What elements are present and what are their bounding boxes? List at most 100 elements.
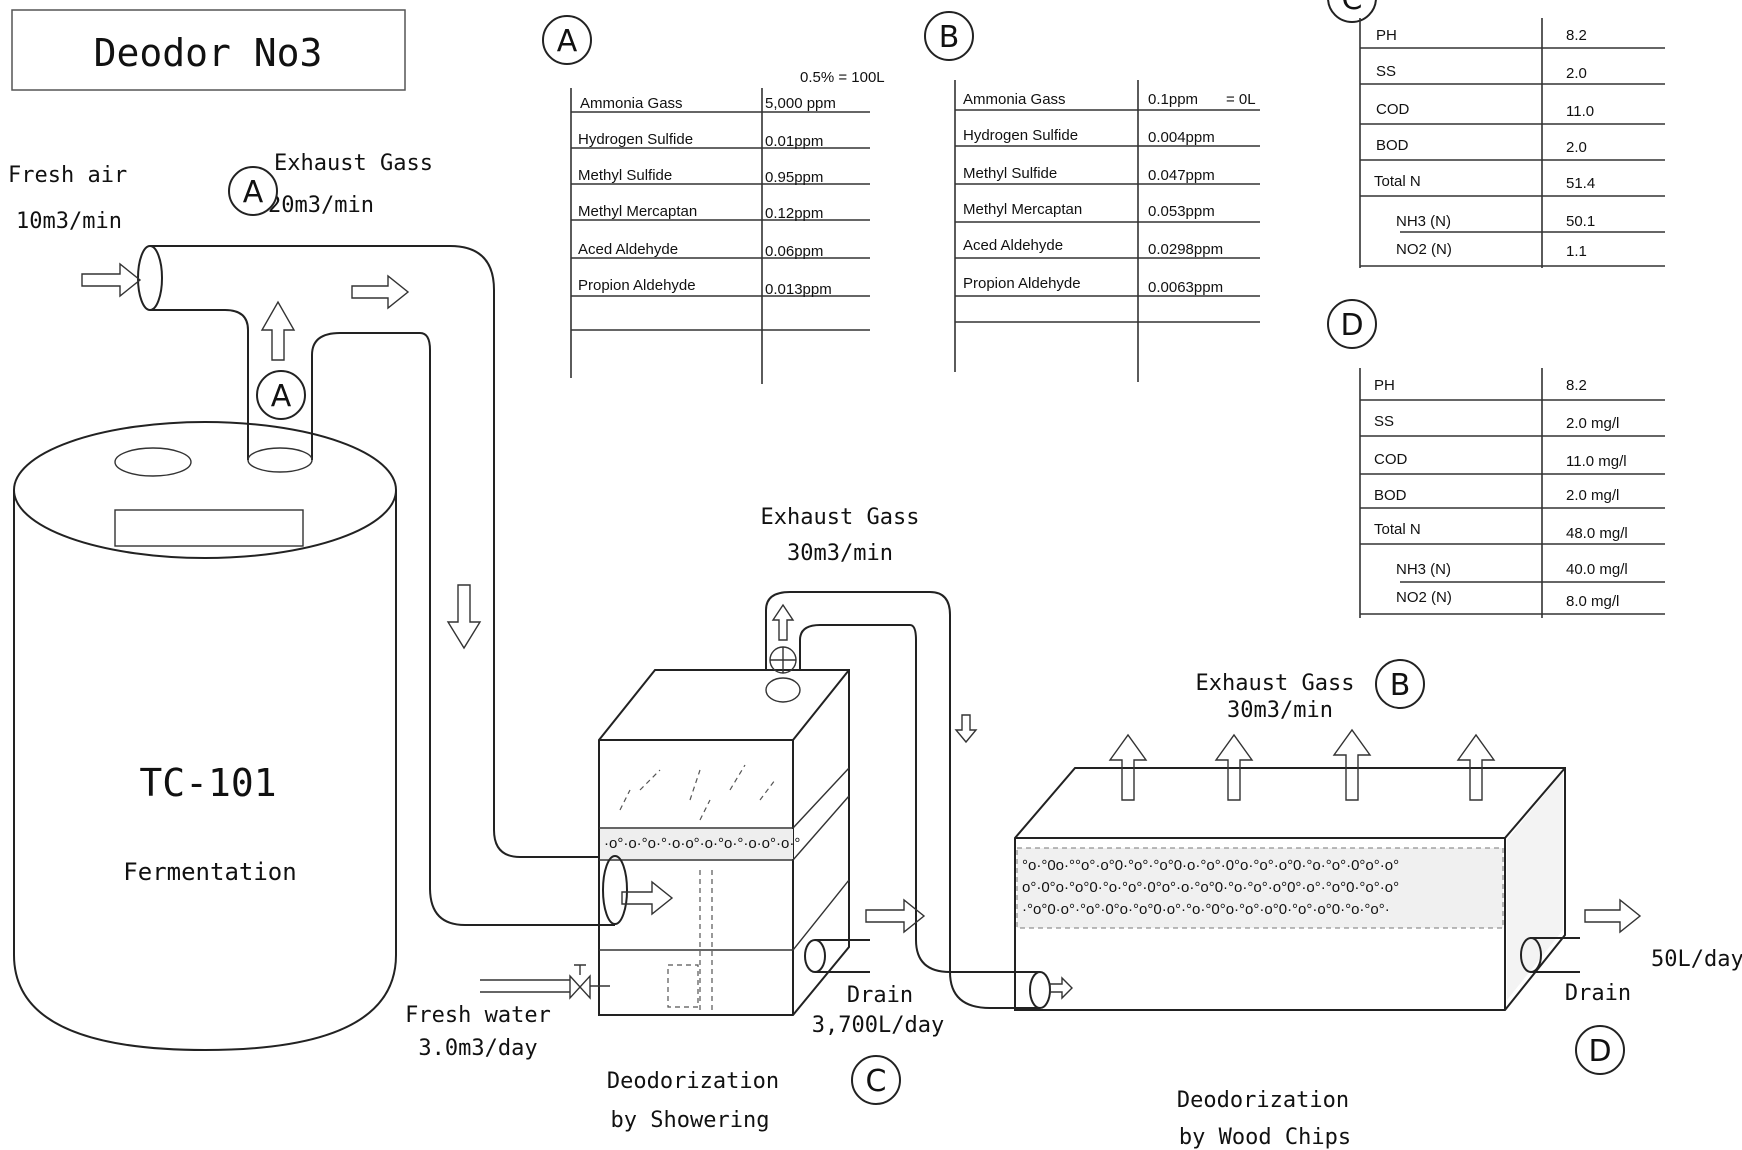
table-c-name-5: NH3 (N)	[1396, 213, 1451, 230]
woodchip-title-2: by Wood Chips	[1179, 1125, 1351, 1150]
table-d-name-1: SS	[1374, 413, 1394, 430]
table-b-val-3: 0.053ppm	[1148, 203, 1215, 220]
marker-b-bed: B	[1375, 659, 1425, 709]
table-c-val-0: 8.2	[1566, 27, 1587, 44]
fresh-air-flow: 10m3/min	[16, 209, 122, 234]
page-title: Deodor No3	[94, 31, 323, 75]
tank-id: TC-101	[139, 761, 276, 805]
table-d-val-3: 2.0 mg/l	[1566, 487, 1619, 504]
svg-text:0.5% = 100L: 0.5% = 100L	[800, 69, 885, 86]
table-b-name-5: Propion Aldehyde	[963, 275, 1081, 292]
marker-a-top: A	[228, 166, 278, 216]
svg-text:B: B	[939, 20, 960, 55]
table-c-name-2: COD	[1376, 101, 1410, 118]
exhaust-b-label: Exhaust Gass	[1196, 671, 1355, 696]
table-b-val-0: 0.1ppm	[1148, 91, 1198, 108]
exhaust-a-label: Exhaust Gass	[274, 151, 433, 176]
table-c-val-1: 2.0	[1566, 65, 1587, 82]
table-d-val-1: 2.0 mg/l	[1566, 415, 1619, 432]
svg-text:A: A	[557, 24, 578, 59]
table-a-val-1: 0.01ppm	[765, 133, 823, 150]
table-b-val-4: 0.0298ppm	[1148, 241, 1223, 258]
table-c-name-6: NO2 (N)	[1396, 241, 1452, 258]
tank-tc-101	[13, 421, 397, 1052]
fresh-air-label: Fresh air	[8, 163, 127, 188]
fresh-water-flow: 3.0m3/day	[418, 1036, 537, 1061]
table-c-name-0: PH	[1376, 27, 1397, 44]
table-c-val-5: 50.1	[1566, 213, 1595, 230]
table-b-name-0: Ammonia Gass	[963, 91, 1066, 108]
table-b-extra-0: = 0L	[1226, 91, 1256, 108]
exhaust-mid-label: Exhaust Gass	[761, 505, 920, 530]
table-a-val-0: 5,000 ppm	[765, 95, 836, 112]
table-c-val-3: 2.0	[1566, 139, 1587, 156]
table-a-name-5: Propion Aldehyde	[578, 277, 696, 294]
marker-c: C	[851, 1055, 901, 1105]
table-d: D PH 8.2 SS 2.0 mg/l COD 11.0 mg/l BOD 2…	[1327, 299, 1665, 618]
drain-d-label: Drain	[1565, 981, 1631, 1006]
table-c-val-2: 11.0	[1566, 103, 1594, 120]
table-a-val-4: 0.06ppm	[765, 243, 823, 260]
fresh-water-label: Fresh water	[405, 1003, 551, 1028]
table-d-name-2: COD	[1374, 451, 1408, 468]
table-a-val-3: 0.12ppm	[765, 205, 823, 222]
title-box	[11, 9, 406, 91]
table-c-val-4: 51.4	[1566, 175, 1595, 192]
table-a-val-5: 0.013ppm	[765, 281, 832, 298]
table-c-name-3: BOD	[1376, 137, 1409, 154]
table-d-val-4: 48.0 mg/l	[1566, 525, 1628, 542]
svg-text:·°o°0·o°·°o°·0°o·°o°0·o°·°o·°0: ·°o°0·o°·°o°·0°o·°o°0·o°·°o·°0°o·°o°·o°0…	[1022, 901, 1390, 918]
table-a-name-0: Ammonia Gass	[580, 95, 683, 112]
table-b-val-2: 0.047ppm	[1148, 167, 1215, 184]
table-b-val-1: 0.004ppm	[1148, 129, 1215, 146]
exhaust-b-flow: 30m3/min	[1227, 698, 1333, 723]
table-b-name-4: Aced Aldehyde	[963, 237, 1063, 254]
table-c-val-6: 1.1	[1566, 243, 1587, 260]
table-a-name-2: Methyl Sulfide	[578, 167, 672, 184]
table-d-val-2: 11.0 mg/l	[1566, 453, 1627, 470]
table-b-val-5: 0.0063ppm	[1148, 279, 1223, 296]
table-d-name-5: NH3 (N)	[1396, 561, 1451, 578]
table-d-val-6: 8.0 mg/l	[1566, 593, 1619, 610]
drain-d-flow: 50L/day	[1651, 947, 1742, 972]
svg-text:D: D	[1588, 1034, 1611, 1069]
table-b: B Ammonia Gass 0.1ppm = 0L Hydrogen Sulf…	[924, 11, 1260, 382]
shower-title-1: Deodorization	[607, 1069, 779, 1094]
tank-label: Fermentation	[123, 858, 296, 886]
exhaust-a-flow: 20m3/min	[268, 193, 374, 218]
table-c-name-4: Total N	[1374, 173, 1421, 190]
woodchip-title-1: Deodorization	[1177, 1088, 1349, 1113]
svg-text:D: D	[1340, 308, 1363, 343]
table-d-name-4: Total N	[1374, 521, 1421, 538]
shower-tower: ·o°·o·°o·°·o·o°·o·°o·°·o·o°·o·°	[598, 669, 850, 1016]
svg-text:C: C	[1342, 0, 1363, 17]
table-c: C PH 8.2 SS 2.0 COD 11.0 BOD 2.0 Total N…	[1327, 0, 1665, 268]
svg-text:°o·°0o·°°o°·o°0·°o°·°o°0·o·°o°: °o·°0o·°°o°·o°0·°o°·°o°0·o·°o°·0°o·°o°·o…	[1022, 857, 1399, 874]
table-a-name-1: Hydrogen Sulfide	[578, 131, 693, 148]
exhaust-mid-flow: 30m3/min	[787, 541, 893, 566]
wood-chip-bed: °o·°0o·°°o°·o°0·°o°·°o°0·o·°o°·0°o·°o°·o…	[1014, 767, 1566, 1011]
svg-text:A: A	[271, 379, 292, 414]
svg-text:C: C	[866, 1064, 887, 1099]
table-d-val-5: 40.0 mg/l	[1566, 561, 1628, 578]
table-d-name-6: NO2 (N)	[1396, 589, 1452, 606]
drain-c-label: Drain	[847, 983, 913, 1008]
marker-d-bed: D	[1575, 1025, 1625, 1075]
svg-text:B: B	[1390, 668, 1411, 703]
shower-title-2: by Showering	[611, 1108, 770, 1133]
svg-text:·o°·o·°o·°·o·o°·o·°o·°·o·o°·o·: ·o°·o·°o·°·o·o°·o·°o·°·o·o°·o·°	[604, 835, 800, 852]
drain-c-flow: 3,700L/day	[812, 1013, 944, 1038]
table-b-name-2: Methyl Sulfide	[963, 165, 1057, 182]
table-b-name-3: Methyl Mercaptan	[963, 201, 1082, 218]
table-c-name-1: SS	[1376, 63, 1396, 80]
svg-text:A: A	[243, 175, 264, 210]
table-a: A 0.5% = 100L Ammonia Gass 5,000 ppm Hyd…	[542, 15, 885, 384]
table-d-name-3: BOD	[1374, 487, 1407, 504]
marker-a-pipe: A	[256, 370, 306, 420]
table-d-val-0: 8.2	[1566, 377, 1587, 394]
table-a-name-3: Methyl Mercaptan	[578, 203, 697, 220]
table-a-name-4: Aced Aldehyde	[578, 241, 678, 258]
table-a-val-2: 0.95ppm	[765, 169, 823, 186]
table-b-name-1: Hydrogen Sulfide	[963, 127, 1078, 144]
